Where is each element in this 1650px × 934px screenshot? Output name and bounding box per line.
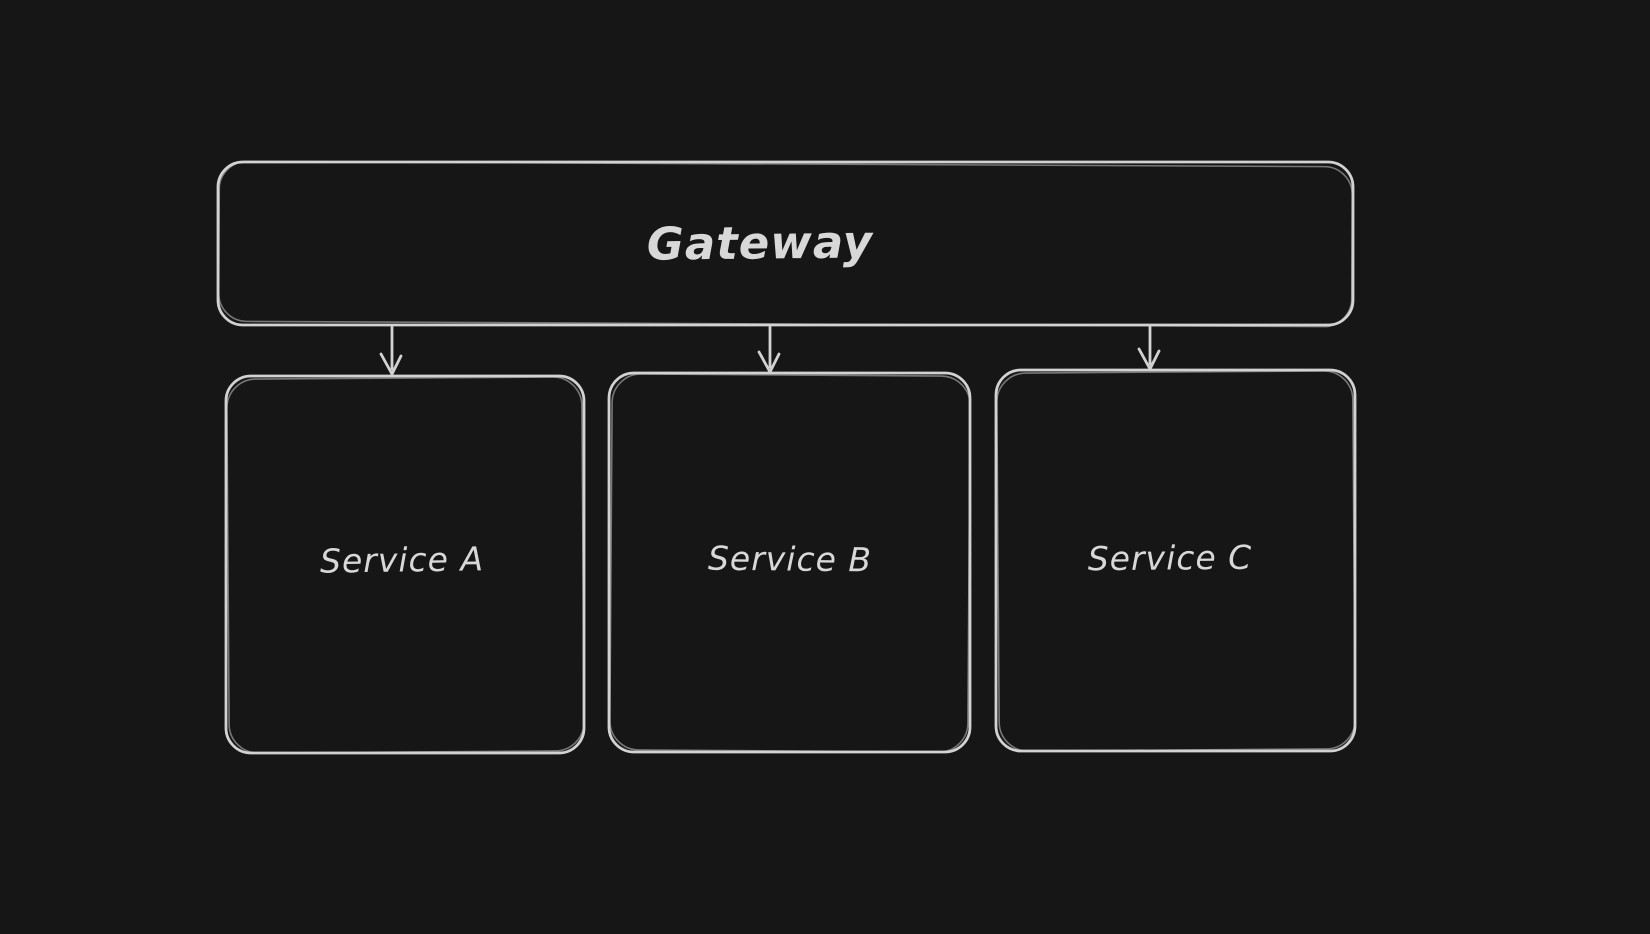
edge-gateway-service-a[interactable] xyxy=(379,325,403,376)
node-gateway[interactable]: Gateway xyxy=(216,160,1355,328)
gateway-box[interactable] xyxy=(216,160,1355,327)
service-c-label: Service C xyxy=(1088,538,1253,578)
edge-gateway-service-b[interactable] xyxy=(757,325,781,374)
node-service-b[interactable]: Service B xyxy=(607,371,972,754)
node-service-a[interactable]: Service A xyxy=(224,374,586,755)
node-service-c[interactable]: Service C xyxy=(994,368,1357,753)
service-b-label: Service B xyxy=(708,539,872,580)
service-a-box[interactable] xyxy=(224,374,586,755)
edge-gateway-service-c[interactable] xyxy=(1137,325,1161,371)
service-a-label: Service A xyxy=(320,539,485,580)
service-c-box[interactable] xyxy=(994,368,1357,753)
arrowhead-down-icon xyxy=(379,352,403,376)
gateway-label: Gateway xyxy=(647,215,874,270)
service-b-box[interactable] xyxy=(607,371,972,754)
